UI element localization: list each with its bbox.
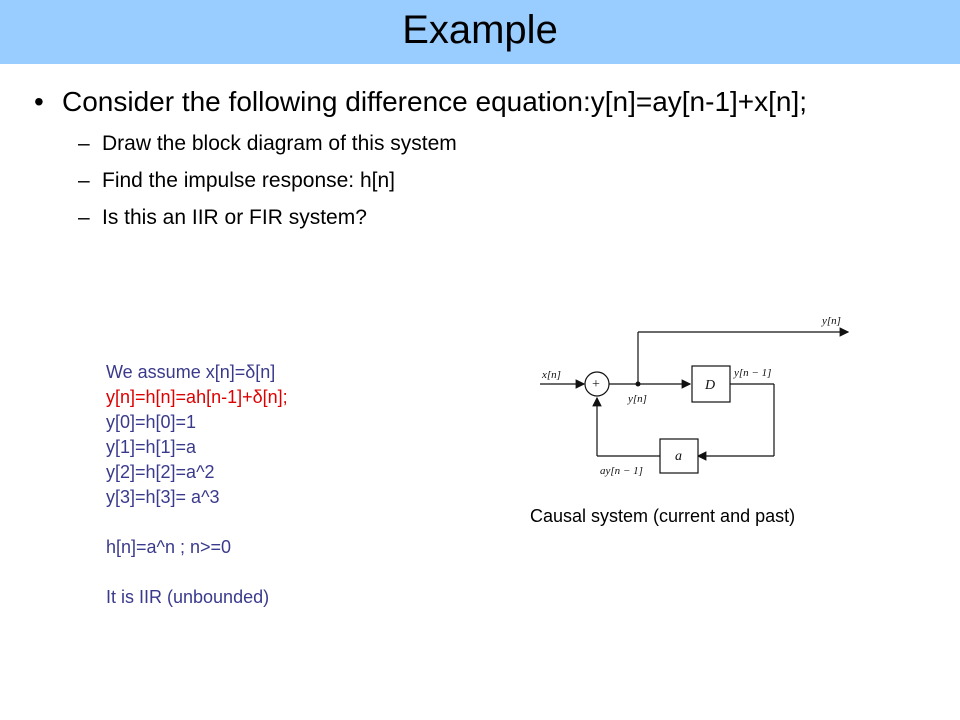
sub-bullet-text: Draw the block diagram of this system — [102, 132, 457, 155]
sub-bullet-text: Find the impulse response: h[n] — [102, 169, 395, 192]
gain-label: a — [675, 449, 682, 464]
delay-output-label: y[n − 1] — [733, 367, 771, 379]
adder-output-label: y[n] — [627, 393, 647, 405]
sub-bullet-item: –Find the impulse response: h[n] — [78, 169, 457, 206]
derivation-line: h[n]=a^n ; n>=0 — [106, 537, 232, 557]
diagram-caption: Causal system (current and past) — [530, 506, 796, 526]
adder-symbol: + — [592, 377, 600, 392]
derivation-line-highlight: y[n]=h[n]=ah[n-1]+δ[n]; — [106, 387, 288, 407]
gain-output-label: ay[n − 1] — [600, 465, 643, 477]
derivation-line: y[0]=h[0]=1 — [106, 412, 197, 432]
derivation-line: y[1]=h[1]=a — [106, 437, 197, 457]
sub-bullet-item: –Is this an IIR or FIR system? — [78, 206, 457, 243]
derivation-line: It is IIR (unbounded) — [106, 587, 270, 607]
bullet-dot-icon: • — [34, 86, 44, 117]
main-bullet: • Consider the following difference equat… — [34, 86, 807, 118]
sub-bullet-item: –Draw the block diagram of this system — [78, 132, 457, 169]
main-bullet-text: Consider the following difference equati… — [62, 86, 808, 117]
sub-bullet-text: Is this an IIR or FIR system? — [102, 206, 367, 229]
derivation-block: We assume x[n]=δ[n] y[n]=h[n]=ah[n-1]+δ[… — [106, 360, 288, 610]
derivation-line: We assume x[n]=δ[n] — [106, 362, 276, 382]
dash-icon: – — [78, 206, 90, 229]
title-bar — [0, 0, 960, 64]
output-label: y[n] — [821, 315, 841, 327]
derivation-line: y[3]=h[3]= a^3 — [106, 487, 220, 507]
sub-bullet-list: –Draw the block diagram of this system –… — [78, 132, 457, 243]
dash-icon: – — [78, 132, 90, 155]
delay-block — [691, 365, 731, 403]
dash-icon: – — [78, 169, 90, 192]
delay-label: D — [704, 378, 715, 393]
slide-title: Example — [402, 8, 558, 52]
input-label: x[n] — [541, 369, 561, 381]
derivation-line: y[2]=h[2]=a^2 — [106, 462, 215, 482]
block-diagram: + D a x[n] y[n] y[n] y[n − 1] ay[n − 1] — [540, 315, 850, 477]
